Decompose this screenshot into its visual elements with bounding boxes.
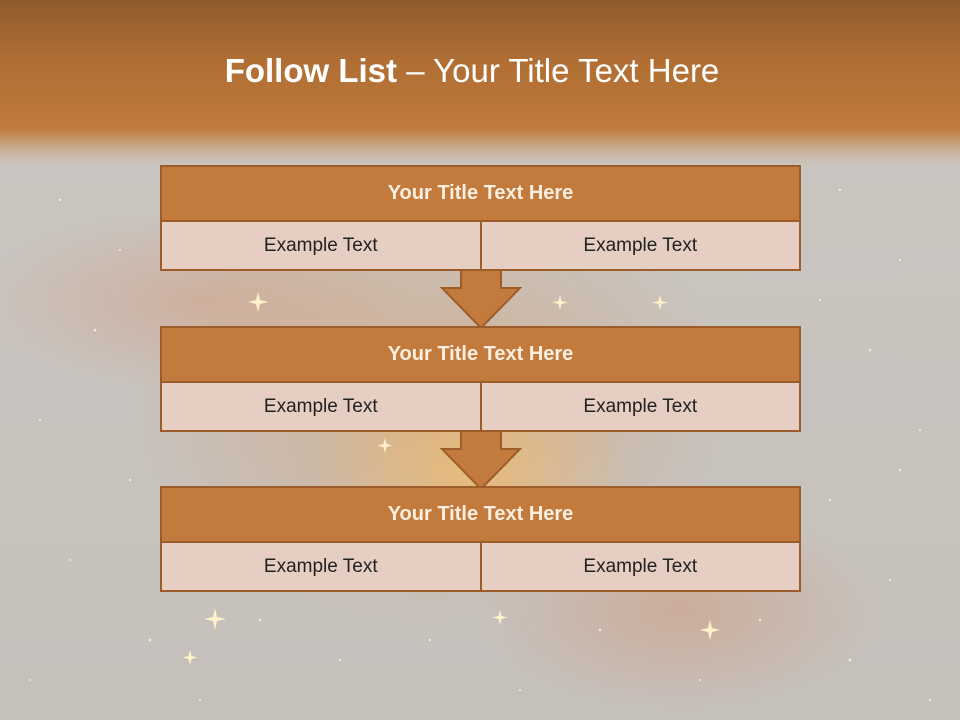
step-title-1: Your Title Text Here bbox=[160, 165, 801, 222]
down-arrow-icon bbox=[440, 431, 522, 491]
step-3-left-cell: Example Text bbox=[160, 543, 482, 592]
step-block-2: Your Title Text Here Example Text Exampl… bbox=[160, 326, 801, 432]
step-2-left-cell: Example Text bbox=[160, 383, 482, 432]
step-3-right-cell: Example Text bbox=[481, 543, 801, 592]
header-band bbox=[0, 0, 960, 165]
step-2-right-cell: Example Text bbox=[481, 383, 801, 432]
step-title-3: Your Title Text Here bbox=[160, 486, 801, 543]
slide-title: Follow List – Your Title Text Here bbox=[0, 52, 944, 90]
step-block-3: Your Title Text Here Example Text Exampl… bbox=[160, 486, 801, 592]
title-bold-part: Follow List bbox=[224, 52, 398, 89]
step-block-1: Your Title Text Here Example Text Exampl… bbox=[160, 165, 801, 271]
step-row-1: Example Text Example Text bbox=[160, 222, 801, 271]
step-title-2: Your Title Text Here bbox=[160, 326, 801, 383]
down-arrow-icon bbox=[440, 270, 522, 330]
step-1-left-cell: Example Text bbox=[160, 222, 482, 271]
title-rest-part: – Your Title Text Here bbox=[397, 52, 720, 89]
step-row-2: Example Text Example Text bbox=[160, 383, 801, 432]
step-row-3: Example Text Example Text bbox=[160, 543, 801, 592]
step-1-right-cell: Example Text bbox=[481, 222, 801, 271]
